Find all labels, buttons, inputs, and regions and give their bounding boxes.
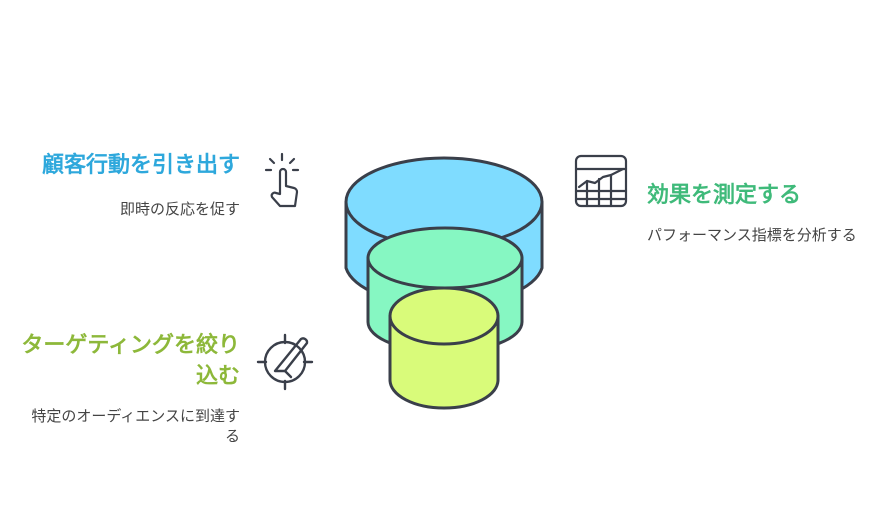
section-desc-targeting: 特定のオーディエンスに到達する: [31, 407, 240, 445]
section-customer-action: 顧客行動を引き出す 即時の反応を促す: [20, 150, 240, 219]
section-title-customer-action: 顧客行動を引き出す: [41, 153, 240, 178]
section-desc-measure: パフォーマンス指標を分析する: [647, 226, 857, 244]
tap-hand-icon: [264, 152, 300, 208]
stacked-cylinders: [344, 156, 544, 410]
line-chart-icon: [574, 154, 628, 208]
section-desc-customer-action: 即時の反応を促す: [119, 200, 240, 218]
section-measure: 効果を測定する パフォーマンス指標を分析する: [647, 180, 857, 245]
layer-mid-cap: [366, 226, 524, 290]
section-title-measure: 効果を測定する: [647, 183, 802, 208]
crosshair-knife-icon: [256, 333, 314, 391]
section-targeting: ターゲティングを絞り込む 特定のオーディエンスに到達する: [20, 330, 240, 446]
section-title-targeting: ターゲティングを絞り込む: [21, 333, 240, 389]
layer-bottom-cap: [388, 286, 500, 346]
